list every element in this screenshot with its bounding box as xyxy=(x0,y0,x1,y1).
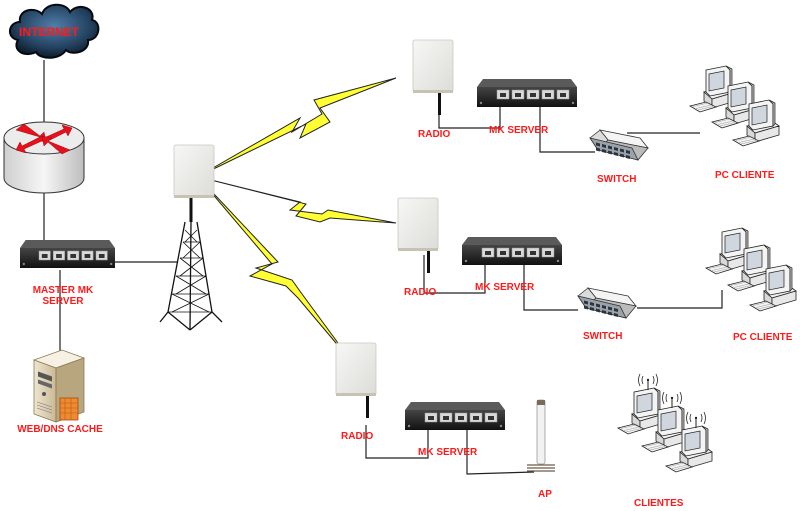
master-mk-server xyxy=(19,239,116,269)
master-server-label-line1: MASTER MK xyxy=(32,285,94,296)
site1-clients-label: PC CLIENTE xyxy=(715,170,775,181)
site2-mk-server xyxy=(461,236,563,266)
wireless-bolt-site1 xyxy=(198,77,397,177)
site2-radio-antenna xyxy=(397,197,439,252)
router xyxy=(3,121,85,194)
site2-server-label: MK SERVER xyxy=(475,282,535,293)
router-arrows-icon xyxy=(15,123,73,155)
site2-switch xyxy=(577,287,637,319)
link-s2-radio-server xyxy=(423,255,486,294)
site2-radio-label: RADIO xyxy=(404,287,437,298)
site-1 xyxy=(412,39,780,161)
site3-clients-label: CLIENTES xyxy=(634,498,684,509)
site3-radio-antenna xyxy=(335,342,377,397)
link-s3-server-ap xyxy=(466,429,535,475)
cloud-icon xyxy=(9,3,100,59)
tower-icon xyxy=(159,196,223,331)
site1-server-label: MK SERVER xyxy=(489,125,549,136)
internet-label: INTERNET xyxy=(19,25,79,39)
wired-links xyxy=(43,60,723,475)
link-s2-switch-pc xyxy=(637,290,723,309)
site1-radio-antenna xyxy=(412,39,454,94)
site2-switch-label: SWITCH xyxy=(583,331,623,342)
web-dns-cache-server xyxy=(32,349,86,423)
link-s2-server-switch xyxy=(523,262,578,311)
link-s3-radio-server xyxy=(365,425,429,459)
site3-server-label: MK SERVER xyxy=(418,447,478,458)
cache-label: WEB/DNS CACHE xyxy=(17,424,103,435)
site1-pc-clients xyxy=(689,65,780,147)
site-2 xyxy=(397,197,797,319)
ap-label: AP xyxy=(538,489,552,500)
site3-wireless-clients xyxy=(618,374,712,472)
central-panel-antenna xyxy=(173,144,215,199)
site3-mk-server xyxy=(404,401,506,431)
site2-pc-clients xyxy=(705,227,797,312)
site1-switch xyxy=(589,129,649,161)
site-3 xyxy=(335,342,712,472)
site1-mk-server xyxy=(476,78,578,108)
routerboard-icon xyxy=(19,239,116,269)
site1-switch-label: SWITCH xyxy=(597,174,637,185)
wireless-links xyxy=(198,77,397,363)
site2-clients-label: PC CLIENTE xyxy=(733,332,793,343)
wireless-bolt-site2 xyxy=(198,176,397,224)
link-s1-server-switch xyxy=(539,105,595,153)
internet-cloud xyxy=(9,3,100,59)
site3-radio-label: RADIO xyxy=(341,431,374,442)
master-server-label: MASTER MK SERVER xyxy=(18,285,108,307)
tower xyxy=(159,144,223,331)
site1-radio-label: RADIO xyxy=(418,129,451,140)
wireless-bolt-site3 xyxy=(198,177,353,363)
omni-antenna-icon xyxy=(527,399,555,472)
master-server-label-line2: SERVER xyxy=(42,296,84,307)
firewall-icon xyxy=(59,397,79,421)
